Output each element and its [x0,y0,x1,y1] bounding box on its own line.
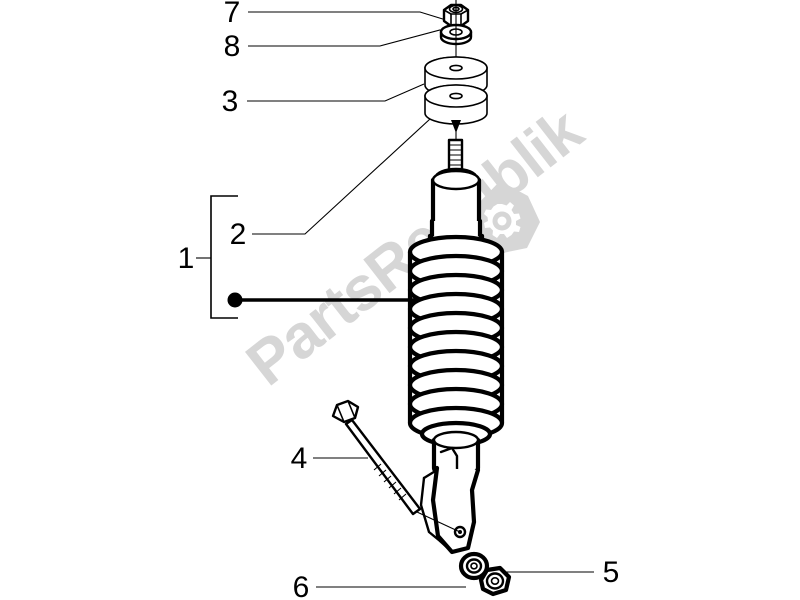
callout-label-6: 6 [293,571,310,600]
callout-label-4: 4 [291,442,308,475]
rod-threads [449,144,462,171]
callout-label-7: 7 [224,0,241,29]
rod-arrow-tip [451,120,461,133]
part-hex-bolt [331,399,461,533]
gear-icon [484,202,521,238]
callout-label-3: 3 [222,85,239,118]
part-rubber-bushing-lower [424,84,488,125]
leader-line-8 [248,29,451,47]
bracket-1 [210,195,238,319]
part-lower-fork-bracket [419,430,481,555]
leader-line-7 [248,11,447,21]
leader-lines [196,11,594,588]
part-lower-lock-nut [478,565,512,597]
leader-dot-1 [227,292,243,308]
bolt-threads [373,463,407,501]
callout-label-2: 2 [230,218,247,251]
leader-line-3 [247,83,425,102]
part-coil-spring [407,234,505,448]
callout-label-5: 5 [603,556,620,589]
callout-labels: 7 8 3 2 1 4 5 6 [178,0,620,600]
leader-line-2 [252,118,431,235]
callout-label-8: 8 [224,30,241,63]
part-lower-washer [458,551,490,581]
callout-label-1: 1 [178,242,195,275]
